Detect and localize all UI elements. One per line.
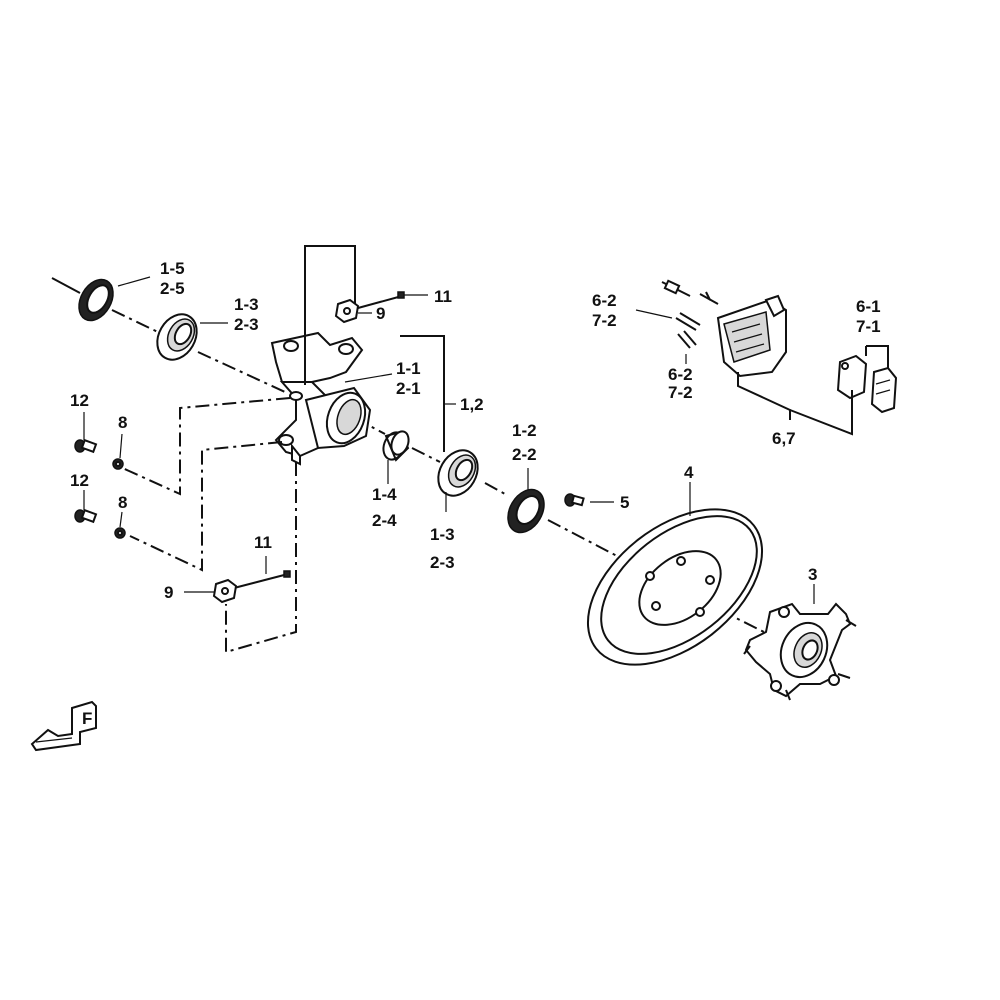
bleeder-valve[interactable]: [661, 279, 719, 305]
group-bracket-1-2: [304, 245, 456, 452]
caliper-pin-b[interactable]: [677, 330, 697, 349]
brake-disc[interactable]: [559, 478, 790, 696]
label-8-top: 8: [118, 413, 127, 432]
label-6-2-b: 6-2: [668, 365, 693, 384]
label-6-1: 6-1: [856, 297, 881, 316]
label-4: 4: [684, 463, 694, 482]
bearing-outer[interactable]: [149, 307, 204, 367]
leader-8-bot: [119, 511, 123, 528]
disc-bolt[interactable]: [564, 493, 585, 507]
castle-nut-bottom[interactable]: [212, 578, 238, 604]
label-8-bot: 8: [118, 493, 127, 512]
part-labels: 1-5 2-5 1-3 2-3 11 9 1-1 2-1 1,2 12 8 12…: [70, 259, 881, 602]
label-2-3-bot: 2-3: [430, 553, 455, 572]
label-1-3-bot: 1-3: [430, 525, 455, 544]
label-3: 3: [808, 565, 817, 584]
fastener-guide-lines: [117, 397, 297, 654]
leader-1-1: [344, 373, 393, 383]
bolt-12-lower[interactable]: [74, 508, 98, 524]
label-6-7: 6,7: [772, 429, 796, 448]
label-12-bot: 12: [70, 471, 89, 490]
label-9-top: 9: [376, 304, 385, 323]
group-bracket-6-7: [737, 372, 853, 436]
washer-8-lower[interactable]: [114, 527, 126, 539]
leader-1-5: [117, 276, 151, 287]
label-2-5: 2-5: [160, 279, 185, 298]
label-9-bot: 9: [164, 583, 173, 602]
steering-knuckle[interactable]: [270, 331, 372, 466]
label-1-2: 1-2: [512, 421, 537, 440]
group-bracket-6-1: [865, 345, 889, 368]
caliper-pin-a[interactable]: [675, 312, 701, 331]
oil-seal-inner[interactable]: [501, 483, 552, 539]
oil-seal-outer[interactable]: [72, 273, 120, 326]
label-1-3-top: 1-3: [234, 295, 259, 314]
brake-pads[interactable]: [836, 354, 898, 414]
label-1-2-group: 1,2: [460, 395, 484, 414]
label-11-bot: 11: [254, 533, 272, 552]
direction-letter-f: F: [82, 709, 92, 728]
label-7-2-b: 7-2: [668, 383, 693, 402]
label-1-1: 1-1: [396, 359, 421, 378]
bolt-12-upper[interactable]: [74, 438, 98, 454]
label-2-2: 2-2: [512, 445, 537, 464]
label-7-2-a: 7-2: [592, 311, 617, 330]
castle-nut-top[interactable]: [334, 298, 360, 324]
label-1-4: 1-4: [372, 485, 397, 504]
brake-caliper[interactable]: [716, 294, 787, 378]
label-2-3-top: 2-3: [234, 315, 259, 334]
label-12-top: 12: [70, 391, 89, 410]
wheel-hub[interactable]: [743, 602, 857, 701]
label-2-4: 2-4: [372, 511, 397, 530]
forward-direction-marker: F: [30, 700, 97, 752]
label-5: 5: [620, 493, 629, 512]
label-2-1: 2-1: [396, 379, 421, 398]
label-1-5: 1-5: [160, 259, 185, 278]
label-11-top: 11: [434, 287, 452, 306]
spacer-collar[interactable]: [380, 429, 412, 463]
bearing-inner[interactable]: [430, 443, 485, 503]
bolt-bottom[interactable]: [233, 570, 291, 589]
leader-6-2-a: [635, 309, 673, 319]
leader-8-top: [119, 433, 123, 459]
label-7-1: 7-1: [856, 317, 881, 336]
label-6-2-a: 6-2: [592, 291, 617, 310]
washer-8-upper[interactable]: [112, 458, 124, 470]
